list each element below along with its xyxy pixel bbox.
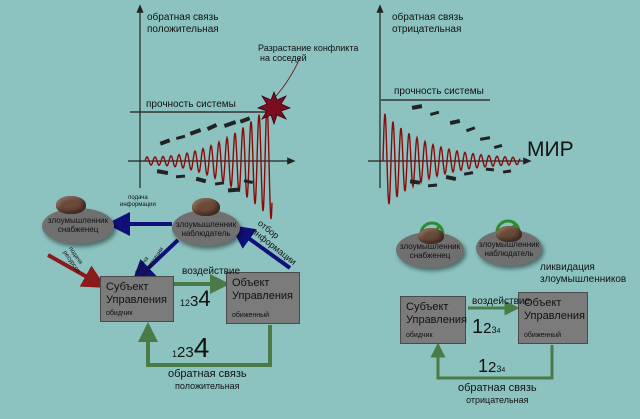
right-damped-wave xyxy=(382,113,521,205)
subject-box-right: Субъект Управления обидчик xyxy=(400,296,467,344)
feedback-label-left: обратная связь положительная xyxy=(168,368,247,391)
left-chart-debris xyxy=(156,116,254,193)
left-growing-wave xyxy=(144,107,273,220)
subject-box-left: Субъект Управления обидчик xyxy=(100,276,174,322)
peace-label: МИР xyxy=(527,138,574,161)
impact-label-right: воздействие xyxy=(472,296,531,307)
sequence-bottom-right: 1234 xyxy=(478,356,506,376)
sequence-bottom-left: 1234 xyxy=(172,332,210,363)
sequence-top-left: 1234 xyxy=(180,286,211,311)
right-threshold-label: прочность системы xyxy=(394,86,484,97)
observer-node-left: злоумышленник наблюдатель xyxy=(172,210,240,246)
brain-icon-supplier-left xyxy=(56,196,86,214)
feedback-label-right: обратная связь отрицательная xyxy=(458,382,537,405)
brain-icon-observer-right xyxy=(496,226,522,242)
explosion-icon xyxy=(256,90,292,126)
conflict-pointer-line xyxy=(275,57,301,97)
brain-icon-observer-left xyxy=(192,198,220,216)
sequence-top-right: 1234 xyxy=(472,316,501,338)
arrow-info-observer-to-subject xyxy=(131,238,180,285)
feedback-loop-right xyxy=(430,342,554,380)
liquidation-label: ликвидация злоумышленников xyxy=(540,262,627,285)
object-box-left: Объект Управления обиженный xyxy=(226,272,300,324)
conflict-spread-label: Разрастание конфликта на соседей xyxy=(258,43,359,64)
arrow-info-object-to-observer xyxy=(230,224,292,270)
left-threshold-label: прочность системы xyxy=(146,99,236,110)
arrow-resources-supplier-to-subject xyxy=(47,253,107,288)
info-supply-label-top: подача информации xyxy=(120,195,156,208)
right-feedback-axis-label: обратная связь отрицательная xyxy=(392,12,464,35)
left-feedback-axis-label: обратная связь положительная xyxy=(147,12,219,35)
brain-icon-supplier-right xyxy=(418,228,444,244)
right-chart-debris xyxy=(409,104,512,188)
feedback-loop-left xyxy=(138,322,272,367)
impact-label-left: воздействие xyxy=(182,266,241,277)
object-box-right: Объект Управления обиженный xyxy=(518,292,588,344)
supplier-node-left: злоумышленник снабженец xyxy=(42,208,114,244)
